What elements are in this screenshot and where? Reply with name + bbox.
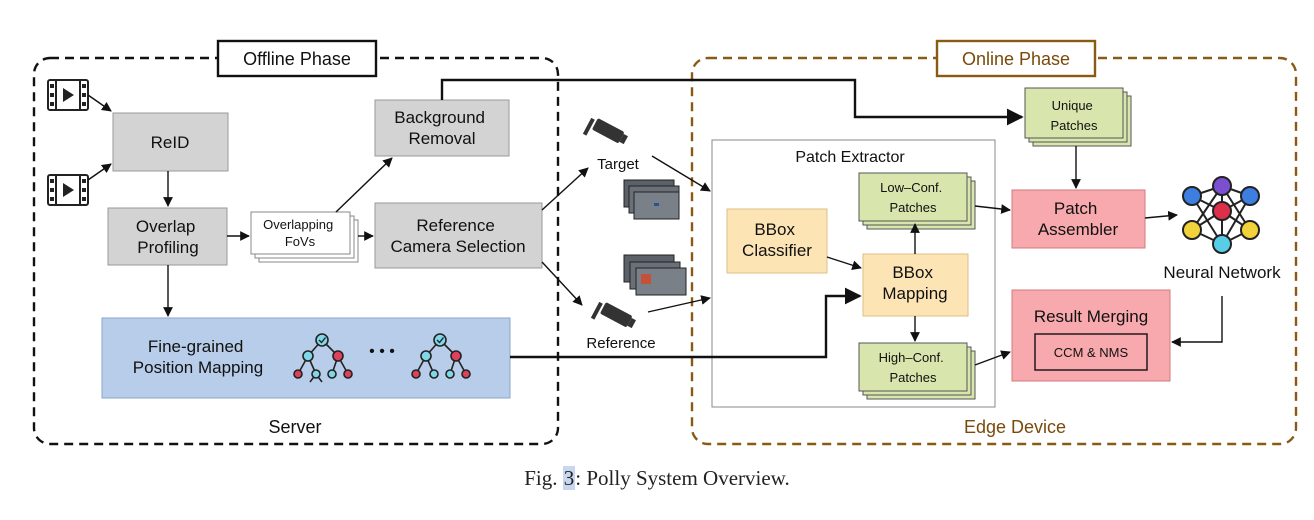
caption-text: : Polly System Overview. — [575, 466, 790, 490]
unique-patches-label: Unique Patches — [1051, 98, 1098, 133]
background-removal-box — [374, 99, 510, 157]
ccm-nms-label: CCM & NMS — [1054, 345, 1129, 360]
background-removal-label: Background Removal — [394, 108, 489, 148]
overlapping-fovs-box — [250, 211, 351, 255]
neural-network-label: Neural Network — [1163, 263, 1281, 282]
caption-prefix: Fig. — [524, 466, 563, 490]
target-frames-stack — [623, 179, 680, 220]
low-conf-patches-label: Low–Conf. Patches — [880, 180, 946, 215]
bbox-mapping-label: BBox Mapping — [882, 263, 947, 303]
connectors — [87, 94, 1223, 366]
result-merging-label: Result Merging — [1034, 307, 1148, 326]
patch-assembler-label: Patch Assembler — [1038, 199, 1119, 239]
figure-caption: Fig. 3: Polly System Overview. — [0, 466, 1314, 491]
reference-label: Reference — [586, 335, 655, 352]
reference-camera-selection-label: Reference Camera Selection — [390, 216, 525, 256]
caption-figure-number: 3 — [562, 466, 576, 490]
online-phase-label: Online Phase — [962, 49, 1070, 69]
online-phase-label-box — [935, 39, 1097, 78]
film-icon — [47, 174, 89, 206]
bbox-mapping-box — [862, 253, 969, 317]
reference-camera-icon — [590, 301, 636, 329]
patch-assembler-box — [1011, 189, 1146, 249]
low-conf-patches-box — [858, 172, 968, 222]
patch-extractor-label: Patch Extractor — [795, 149, 905, 166]
tree-icon — [411, 333, 471, 379]
overlapping-fovs-label: Overlapping FoVs — [263, 217, 337, 249]
reference-camera-selection-box — [374, 202, 543, 269]
overlap-profiling-label: Overlap Profiling — [136, 217, 200, 257]
server-label: Server — [268, 417, 321, 437]
tree-icon — [293, 333, 353, 383]
unique-patches-box — [1024, 87, 1124, 139]
edge-device-label: Edge Device — [964, 417, 1066, 437]
patch-extractor-box — [711, 139, 996, 408]
target-camera-icon — [582, 117, 628, 145]
high-conf-patches-label: High–Conf. Patches — [879, 350, 948, 385]
bbox-classifier-box — [726, 208, 828, 274]
fine-grained-label: Fine-grained Position Mapping — [133, 337, 263, 377]
offline-phase-label-box — [216, 39, 378, 78]
reid-label: ReID — [151, 133, 190, 152]
neural-network-icon — [1182, 176, 1260, 254]
target-label: Target — [597, 156, 640, 173]
offline-phase-label: Offline Phase — [243, 49, 351, 69]
film-icon — [47, 79, 89, 111]
reference-frames-stack — [623, 254, 687, 296]
bold-connectors — [440, 78, 1024, 359]
reid-box — [112, 112, 229, 172]
high-conf-patches-box — [858, 342, 968, 392]
ellipsis: • • • — [369, 343, 395, 360]
bbox-classifier-label: BBox Classifier — [742, 220, 812, 260]
ccm-nms-box — [1034, 333, 1148, 371]
overlap-profiling-box — [107, 207, 228, 266]
